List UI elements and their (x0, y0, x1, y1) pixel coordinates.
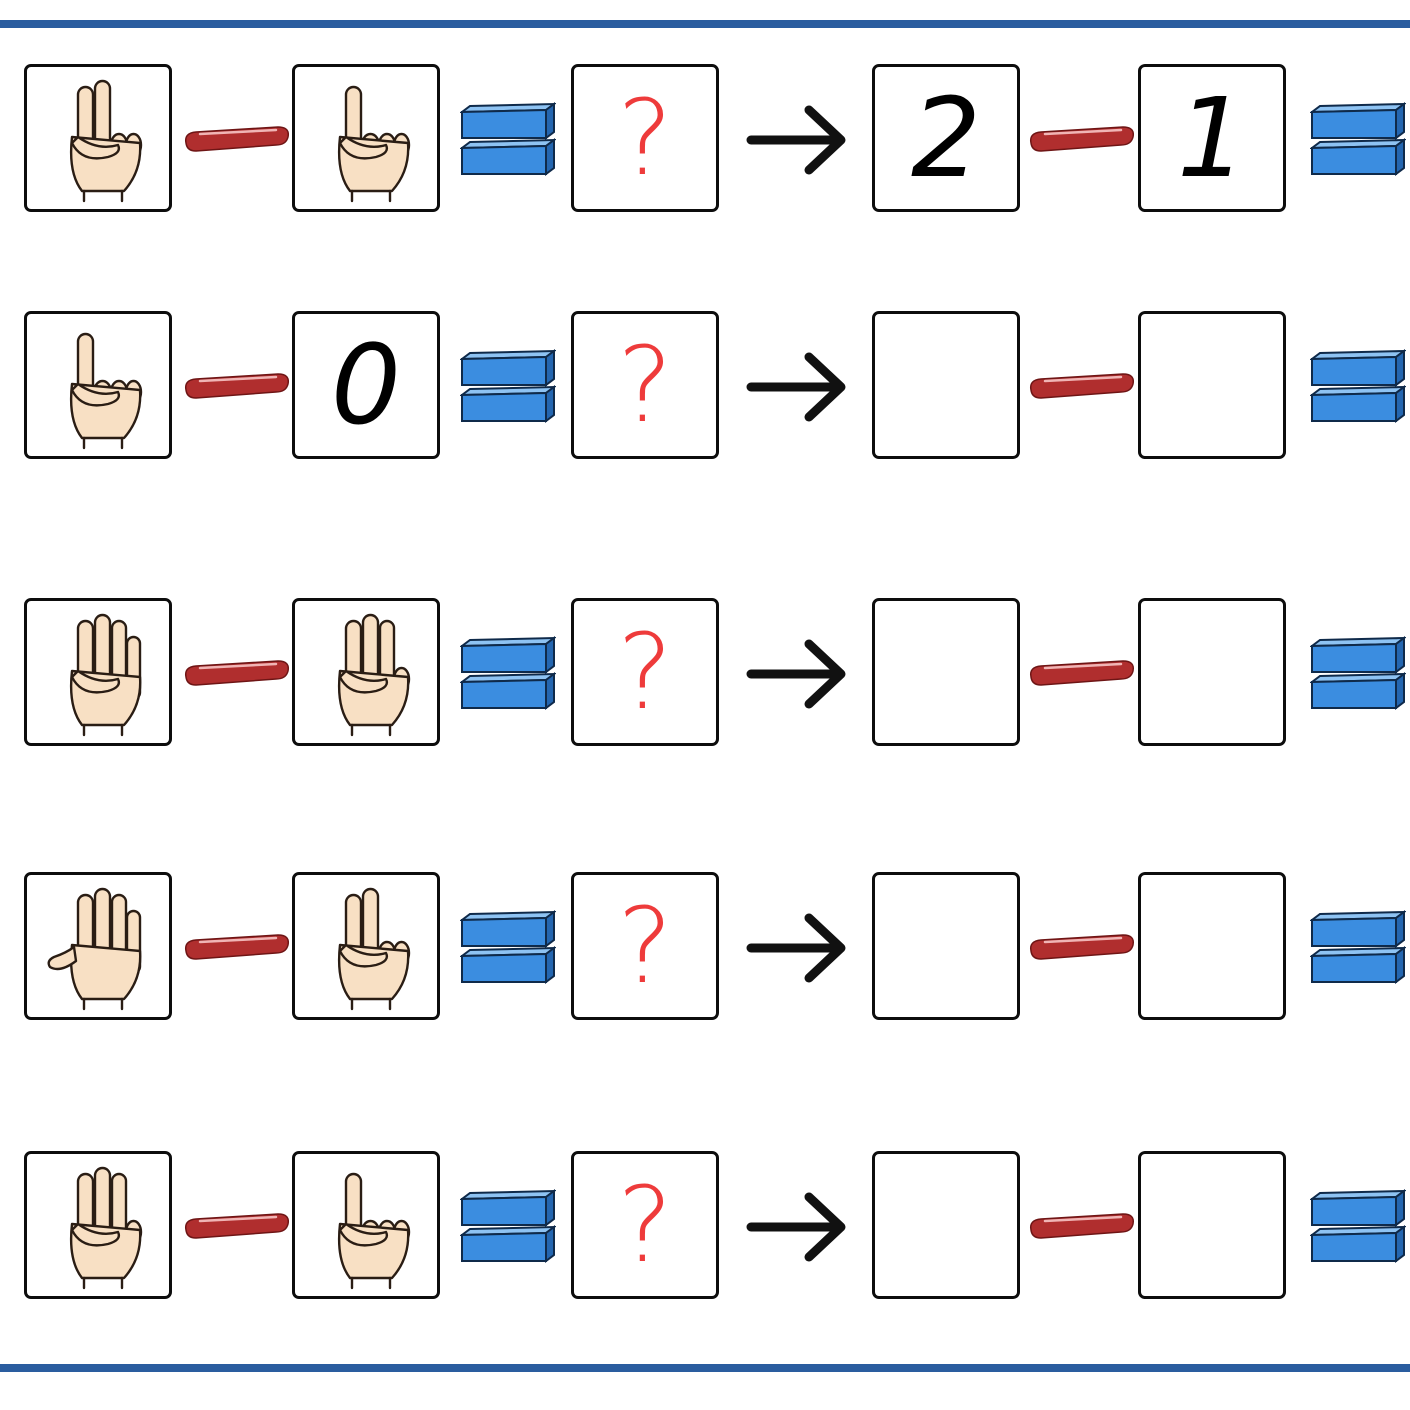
result-question-box: ? (571, 311, 719, 459)
right-operand-box (292, 872, 440, 1020)
question-mark: ? (617, 611, 673, 733)
right-operand-box (292, 1151, 440, 1299)
left-operand-box (24, 872, 172, 1020)
hand-2-fingers-icon (69, 79, 143, 203)
question-mark: ? (617, 77, 673, 199)
answer-right-box[interactable] (1138, 872, 1286, 1020)
right-operand-box (292, 598, 440, 746)
right-operand-box (292, 64, 440, 212)
top-border-rule (0, 20, 1410, 28)
blue-equals-blocks-icon (458, 636, 558, 716)
hand-3-fingers-icon (69, 1166, 143, 1290)
result-question-box: ? (571, 872, 719, 1020)
left-operand-box (24, 1151, 172, 1299)
question-mark: ? (617, 885, 673, 1007)
right-arrow-icon (745, 910, 849, 990)
blue-equals-blocks-icon (1308, 1189, 1408, 1269)
blue-equals-blocks-icon (458, 1189, 558, 1269)
question-mark: ? (617, 1164, 673, 1286)
blue-equals-blocks-icon (458, 910, 558, 990)
hand-1-fingers-icon (337, 85, 411, 203)
answer-right-digit: 1 (1177, 74, 1247, 202)
blue-equals-blocks-icon (458, 102, 558, 182)
blue-equals-blocks-icon (1308, 349, 1408, 429)
hand-5-fingers-icon (47, 887, 142, 1011)
red-minus-bar-icon (180, 368, 292, 406)
answer-left-box[interactable] (872, 872, 1020, 1020)
digit-zero: 0 (331, 321, 401, 449)
result-question-box: ? (571, 64, 719, 212)
red-minus-bar-icon (180, 655, 292, 693)
answer-right-box[interactable] (1138, 311, 1286, 459)
hand-3-fingers-icon (337, 613, 411, 737)
red-minus-bar-icon (1025, 1208, 1137, 1246)
right-arrow-icon (745, 349, 849, 429)
hand-1-fingers-icon (69, 332, 143, 450)
left-operand-box (24, 64, 172, 212)
result-question-box: ? (571, 598, 719, 746)
red-minus-bar-icon (180, 929, 292, 967)
red-minus-bar-icon (1025, 929, 1137, 967)
right-operand-box: 0 (292, 311, 440, 459)
right-arrow-icon (745, 636, 849, 716)
bottom-border-rule (0, 1364, 1410, 1372)
answer-left-digit: 2 (911, 74, 981, 202)
result-question-box: ? (571, 1151, 719, 1299)
blue-equals-blocks-icon (458, 349, 558, 429)
answer-right-box[interactable] (1138, 598, 1286, 746)
answer-right-box[interactable] (1138, 1151, 1286, 1299)
answer-left-box[interactable]: 2 (872, 64, 1020, 212)
red-minus-bar-icon (1025, 655, 1137, 693)
right-arrow-icon (745, 102, 849, 182)
answer-left-box[interactable] (872, 1151, 1020, 1299)
right-arrow-icon (745, 1189, 849, 1269)
blue-equals-blocks-icon (1308, 102, 1408, 182)
blue-equals-blocks-icon (1308, 636, 1408, 716)
left-operand-box (24, 311, 172, 459)
hand-2-fingers-icon (337, 887, 411, 1011)
answer-left-box[interactable] (872, 311, 1020, 459)
hand-1-fingers-icon (337, 1172, 411, 1290)
red-minus-bar-icon (1025, 121, 1137, 159)
left-operand-box (24, 598, 172, 746)
red-minus-bar-icon (180, 121, 292, 159)
answer-right-box[interactable]: 1 (1138, 64, 1286, 212)
red-minus-bar-icon (180, 1208, 292, 1246)
red-minus-bar-icon (1025, 368, 1137, 406)
hand-4-fingers-icon (69, 613, 142, 737)
question-mark: ? (617, 324, 673, 446)
blue-equals-blocks-icon (1308, 910, 1408, 990)
answer-left-box[interactable] (872, 598, 1020, 746)
